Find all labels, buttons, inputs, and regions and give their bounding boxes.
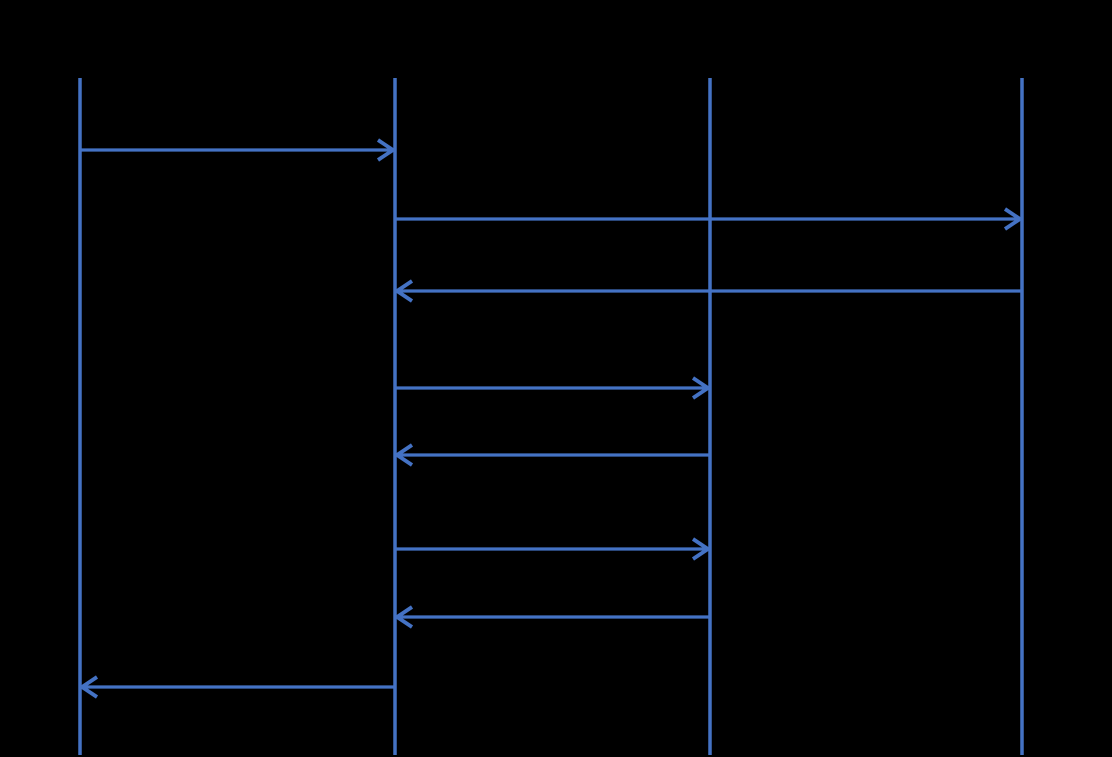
message-3-arrowhead-icon [393,279,414,303]
message-4-arrowhead-icon [691,376,712,400]
message-1-arrowhead-icon [376,138,397,162]
message-5-arrowhead-icon [393,443,414,467]
message-6-arrowhead-icon [691,537,712,561]
message-2-arrowhead-icon [1003,207,1024,231]
message-7-arrowhead-icon [393,605,414,629]
message-8-arrowhead-icon [78,675,99,699]
